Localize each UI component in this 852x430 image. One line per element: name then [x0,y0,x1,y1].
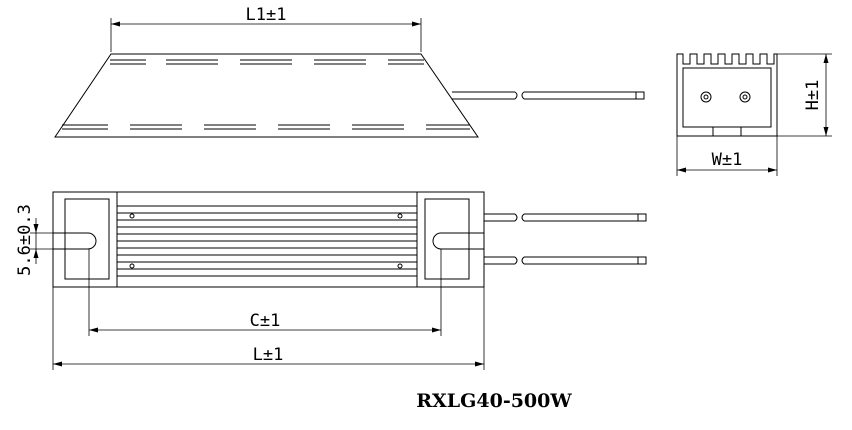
top-view: 5.6±0.3 C±1 L±1 [15,191,647,370]
dim-h-label: H±1 [803,80,823,111]
end-view: H±1 W±1 [676,53,832,176]
dim-slot-label: 5.6±0.3 [15,204,35,276]
model-title: RXLG40-500W [416,390,572,412]
side-view: L1±1 [54,5,645,138]
dim-l-label: L±1 [253,345,284,365]
dim-w-label: W±1 [712,150,743,170]
dim-l1-label: L1±1 [246,5,287,25]
dim-c-label: C±1 [250,311,281,331]
